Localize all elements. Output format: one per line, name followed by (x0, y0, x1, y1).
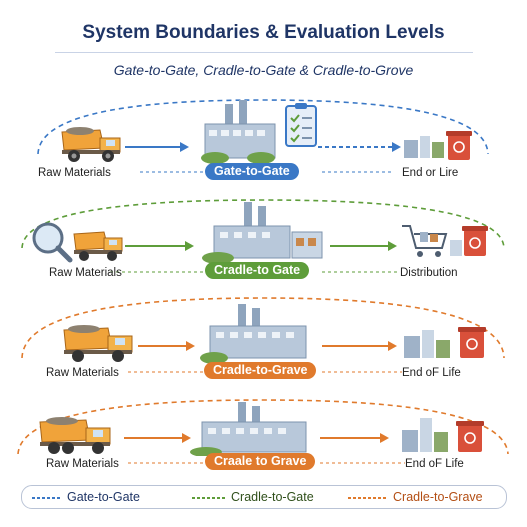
diagram-title: System Boundaries & Evaluation Levels (82, 22, 445, 43)
cradle-to-grave-pill: Cradle-to-Grave (204, 362, 317, 379)
dump-truck-icon (73, 231, 123, 261)
factory-icon (201, 100, 276, 164)
distribution-label: Distribution (400, 267, 458, 279)
distribution-icon (402, 225, 488, 257)
end-of-life-label: End oF Life (402, 367, 461, 379)
raw-materials-label: Raw Materials (49, 267, 122, 279)
end-of-life-label: End or Lire (402, 167, 459, 179)
recycle-bin-icon (404, 131, 472, 160)
factory-icon (202, 202, 323, 264)
legend-dashed-line-icon (348, 496, 388, 499)
legend-label: Cradle-to-Grave (393, 490, 483, 504)
dump-truck-icon (61, 127, 121, 162)
row-craale-to-grave: Raw Materials Craale to Grave End oF Lif… (0, 382, 527, 482)
legend-item-gate-to-gate: Gate-to-Gate (32, 489, 140, 505)
diagram-subtitle: Gate-to-Gate, Cradle-to-Gate & Cradle-to… (113, 62, 414, 78)
boundary-arc (21, 297, 505, 373)
factory-icon (200, 304, 307, 364)
legend-dashed-line-icon (32, 496, 62, 499)
raw-materials-label: Raw Materials (46, 367, 119, 379)
raw-materials-label: Raw Materials (38, 167, 111, 179)
recycle-bin-icon (404, 327, 486, 358)
row-gate-to-gate: Raw Materials Gate-to-Gate End or Lire (0, 88, 527, 188)
legend-dashed-line-icon (192, 496, 226, 499)
recycle-bin-icon (402, 418, 484, 452)
magnifier-icon (32, 222, 73, 263)
factory-icon (190, 402, 307, 456)
dump-truck-icon (39, 417, 111, 454)
craale-to-grave-pill: Craale to Grave (205, 453, 316, 470)
dump-truck-icon (63, 325, 133, 362)
clipboard-icon (285, 103, 317, 147)
gate-to-gate-pill: Gate-to-Gate (205, 163, 299, 180)
legend: Gate-to-Gate Cradle-to-Gate Cradle-to-Gr… (21, 485, 507, 509)
row-cradle-to-gate: Raw Materials Cradle-to Gate Distributio… (0, 188, 527, 288)
raw-materials-label: Raw Materials (46, 458, 119, 470)
boundary-arc (37, 99, 489, 173)
title-divider (55, 52, 473, 53)
row-cradle-to-grave: Raw Materials Cradle-to-Grave End oF Lif… (0, 288, 527, 388)
end-of-life-label: End oF Life (405, 458, 464, 470)
legend-label: Cradle-to-Gate (231, 490, 314, 504)
legend-item-cradle-to-gate: Cradle-to-Gate (192, 489, 314, 505)
legend-label: Gate-to-Gate (67, 490, 140, 504)
legend-item-cradle-to-grave: Cradle-to-Grave (348, 489, 483, 505)
cradle-to-gate-pill: Cradle-to Gate (205, 262, 310, 279)
